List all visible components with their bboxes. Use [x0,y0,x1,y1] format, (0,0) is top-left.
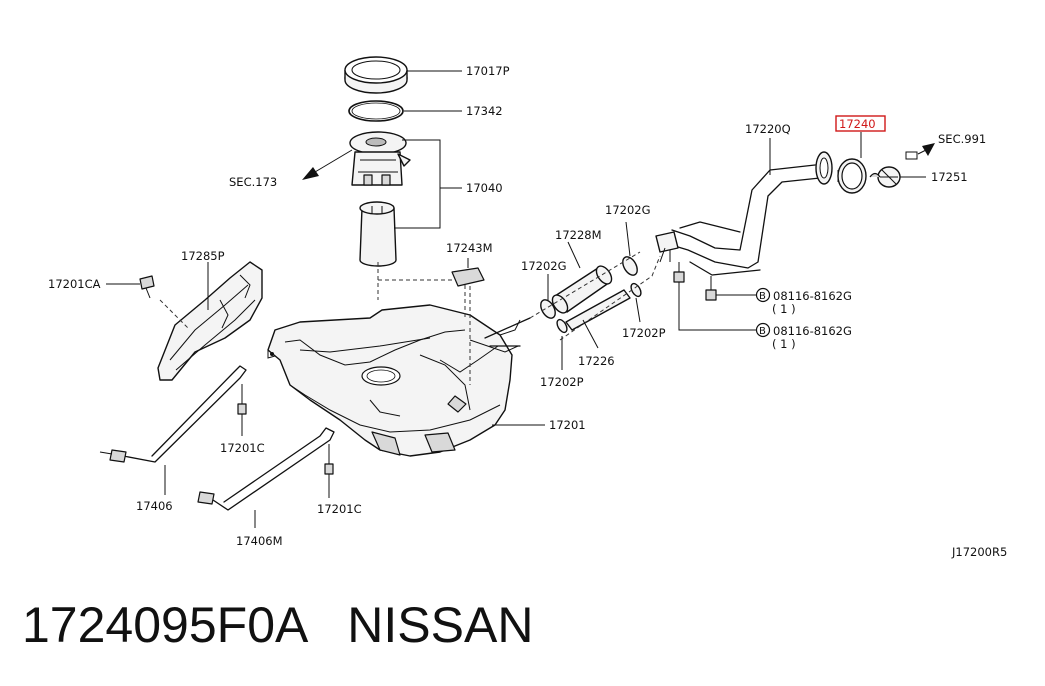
fuel-tank-strap-17406M [197,427,335,511]
label-sec-173: SEC.173 [229,175,277,189]
label-17342: 17342 [466,104,503,118]
label-17243M: 17243M [446,241,493,255]
label-17228M: 17228M [555,228,602,242]
vent-hose-17226 [565,289,631,331]
part-caption: 1724095F0A NISSAN [22,596,533,654]
bolt-08116-b [673,262,756,331]
fuel-tank-strap-17406 [99,365,247,463]
caption-part-number: 1724095F0A [22,597,306,653]
clamp-17202G-a [540,299,556,319]
bolt-symbol-b [755,322,771,338]
fuel-filler-cap [869,166,901,188]
caption-brand: NISSAN [347,597,534,653]
label-bolt-symbol-b: B [759,326,766,337]
label-17285P: 17285P [181,249,225,263]
label-bolt-08116-b: 08116-8162G [773,324,852,338]
diagram-code: J17200R5 [951,545,1007,559]
label-17406M: 17406M [236,534,283,548]
label-bolt-08116-b-qty: ( 1 ) [772,337,796,351]
sec-173-arrow [302,149,353,180]
bolt-08116-a [705,276,756,301]
label-bolt-08116-a: 08116-8162G [773,289,852,303]
label-17226: 17226 [578,354,615,368]
sender-gasket [451,267,485,287]
label-17251: 17251 [931,170,968,184]
bolt-symbol-a [755,287,771,303]
label-17201C-b: 17201C [317,502,362,516]
label-17240: 17240 [839,117,876,131]
fuel-pump-module [349,131,411,267]
label-17406: 17406 [136,499,173,513]
label-17202G-b: 17202G [605,203,651,217]
fuel-pump-seal-ring [348,100,404,122]
label-17202P-a: 17202P [622,326,666,340]
label-17201C-a: 17201C [220,441,265,455]
fuel-tank [267,304,531,457]
label-17202G-a: 17202G [521,259,567,273]
clamp-17202P-a [630,282,642,298]
label-17202P-b: 17202P [540,375,584,389]
label-17220Q: 17220Q [745,122,791,136]
highlight-box-17240 [835,115,886,132]
clip-17201CA [139,275,155,299]
bolt-17201C-a [237,384,247,436]
sec-991-arrow [905,143,935,160]
fuel-filler-tube [655,151,833,276]
heat-shield [157,261,263,381]
label-bolt-08116-a-qty: ( 1 ) [772,302,796,316]
filler-hose-17228M [551,265,613,314]
filler-neck-seal [837,158,867,194]
label-bolt-symbol-a: B [759,291,766,302]
label-17017P: 17017P [466,64,510,78]
clamp-17202G-b [622,256,638,276]
bolt-17201C-b [324,444,334,498]
label-17201: 17201 [549,418,586,432]
label-17201CA: 17201CA [48,277,101,291]
label-sec-991: SEC.991 [938,132,986,146]
label-17040: 17040 [466,181,503,195]
clamp-17202P-b [556,318,568,334]
fuel-pump-lock-ring [344,56,408,94]
